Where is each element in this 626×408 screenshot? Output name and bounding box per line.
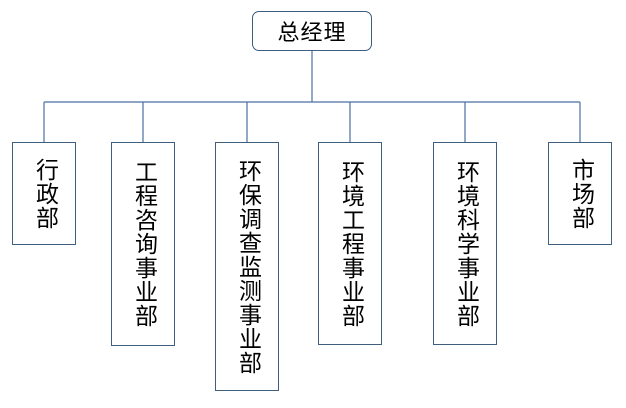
root-node-general-manager: 总经理 xyxy=(252,11,372,51)
dept-node-label: 行政部 xyxy=(31,157,58,230)
dept-node-env-engineering: 环境工程事业部 xyxy=(318,142,382,345)
dept-node-label: 环保调查监测事业部 xyxy=(234,158,261,375)
root-node-label: 总经理 xyxy=(277,21,347,46)
dept-node-label: 工程咨询事业部 xyxy=(130,160,157,328)
dept-node-label: 环境科学事业部 xyxy=(452,159,479,328)
dept-node-admin: 行政部 xyxy=(12,142,76,245)
dept-node-marketing: 市场部 xyxy=(548,142,612,245)
dept-node-label: 市场部 xyxy=(567,157,594,230)
dept-node-env-science: 环境科学事业部 xyxy=(433,142,497,345)
dept-node-env-monitoring: 环保调查监测事业部 xyxy=(215,142,279,391)
dept-node-engineering-consulting: 工程咨询事业部 xyxy=(111,142,175,346)
dept-node-label: 环境工程事业部 xyxy=(337,159,364,328)
